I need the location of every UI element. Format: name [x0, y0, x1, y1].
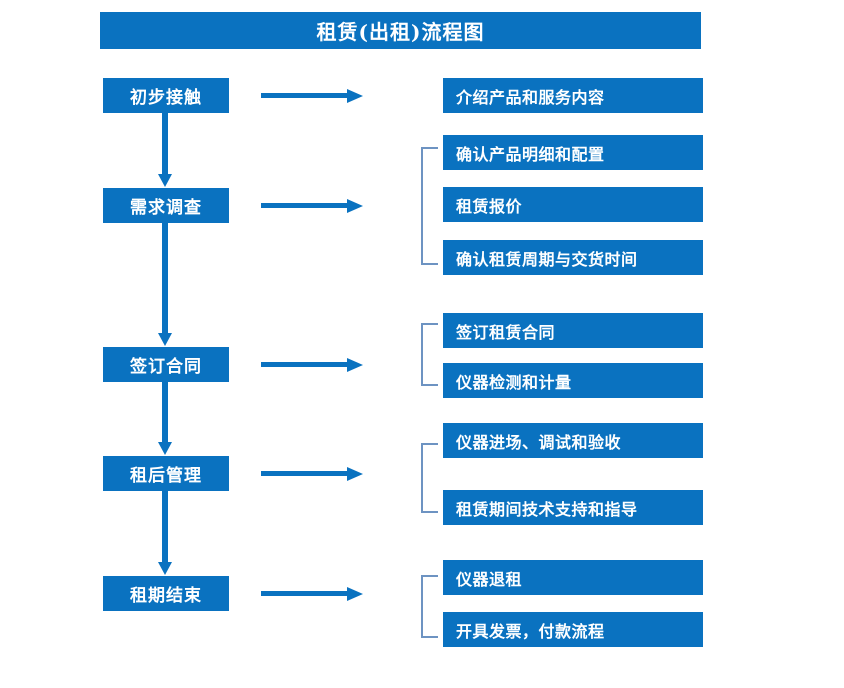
detail-box: 仪器检测和计量: [443, 363, 703, 398]
group-bracket: [418, 575, 438, 638]
arrow-down-icon: [156, 382, 174, 455]
group-bracket: [418, 443, 438, 513]
arrow-right-icon: [261, 356, 363, 374]
detail-box: 确认产品明细和配置: [443, 135, 703, 170]
stage-box: 租后管理: [103, 456, 229, 491]
page-title: 租赁(出租)流程图: [100, 12, 701, 49]
detail-box: 开具发票，付款流程: [443, 612, 703, 647]
group-bracket: [418, 147, 438, 265]
stage-box: 租期结束: [103, 576, 229, 611]
stage-box: 签订合同: [103, 347, 229, 382]
arrow-down-icon: [156, 113, 174, 187]
detail-box: 租赁报价: [443, 187, 703, 222]
detail-box: 仪器进场、调试和验收: [443, 423, 703, 458]
arrow-right-icon: [261, 585, 363, 603]
detail-box: 确认租赁周期与交货时间: [443, 240, 703, 275]
stage-box: 需求调查: [103, 188, 229, 223]
group-bracket: [418, 323, 438, 386]
detail-box: 签订租赁合同: [443, 313, 703, 348]
stage-box: 初步接触: [103, 78, 229, 113]
arrow-right-icon: [261, 197, 363, 215]
detail-box: 租赁期间技术支持和指导: [443, 490, 703, 525]
arrow-right-icon: [261, 465, 363, 483]
arrow-down-icon: [156, 223, 174, 346]
arrow-down-icon: [156, 491, 174, 575]
detail-box: 介绍产品和服务内容: [443, 78, 703, 113]
arrow-right-icon: [261, 87, 363, 105]
detail-box: 仪器退租: [443, 560, 703, 595]
